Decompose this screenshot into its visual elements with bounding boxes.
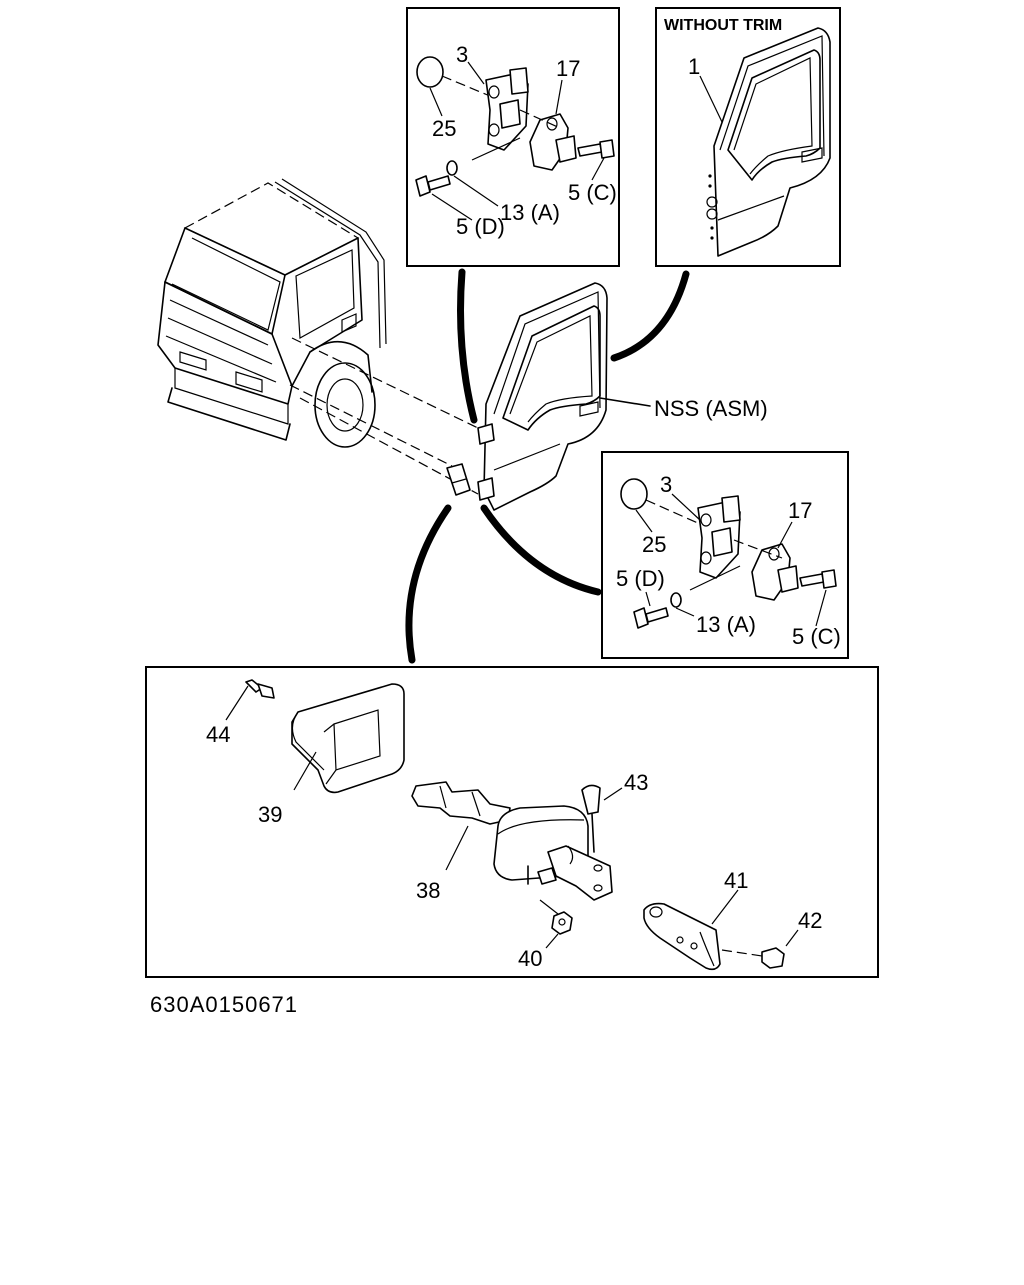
door-panel-detail: WITHOUT TRIM 1 [655, 7, 841, 267]
upper-label-washer: 13 (A) [500, 200, 560, 225]
lower-label-cap: 25 [642, 532, 666, 557]
lower-label-washer: 13 (A) [696, 612, 756, 637]
connector-arc-door-panel [610, 270, 690, 362]
truck-cab-illustration [157, 178, 479, 496]
check-link-label-stopper: 38 [416, 878, 440, 903]
check-link-label-bracket: 41 [724, 868, 748, 893]
door-assembly [477, 282, 651, 511]
upper-label-bolt-d: 5 (D) [456, 214, 505, 239]
connector-arc-upper-hinge [457, 268, 478, 424]
lower-label-bolt-c: 5 (C) [792, 624, 841, 649]
check-link-label-bolt: 42 [798, 908, 822, 933]
upper-label-cap: 25 [432, 116, 456, 141]
check-link-label-cover: 39 [258, 802, 282, 827]
lower-label-bolt-d: 5 (D) [616, 566, 665, 591]
check-link-label-nut: 40 [518, 946, 542, 971]
upper-label-hinge-arm: 17 [556, 56, 580, 81]
upper-label-hinge-plate: 3 [456, 42, 468, 67]
door-assembly-label: NSS (ASM) [654, 396, 768, 421]
upper-hinge-detail: 3 17 25 5 (C) 13 (A) 5 (D) [406, 7, 620, 267]
connector-arc-check-link [405, 504, 452, 664]
lower-label-hinge-plate: 3 [660, 472, 672, 497]
upper-label-bolt-c: 5 (C) [568, 180, 617, 205]
check-link-label-pin: 43 [624, 770, 648, 795]
lower-hinge-detail: 3 17 25 5 (D) 13 (A) 5 (C) [601, 451, 849, 659]
nss-leader [599, 397, 651, 407]
door-panel-header: WITHOUT TRIM [664, 17, 782, 34]
check-link-detail: 44 39 43 38 41 42 40 [145, 666, 879, 978]
check-link-label-screw: 44 [206, 722, 230, 747]
lower-label-hinge-arm: 17 [788, 498, 812, 523]
connector-arc-lower-hinge [480, 504, 602, 596]
door-panel-label-door: 1 [688, 54, 700, 79]
diagram-code: 630A0150671 [150, 992, 298, 1017]
